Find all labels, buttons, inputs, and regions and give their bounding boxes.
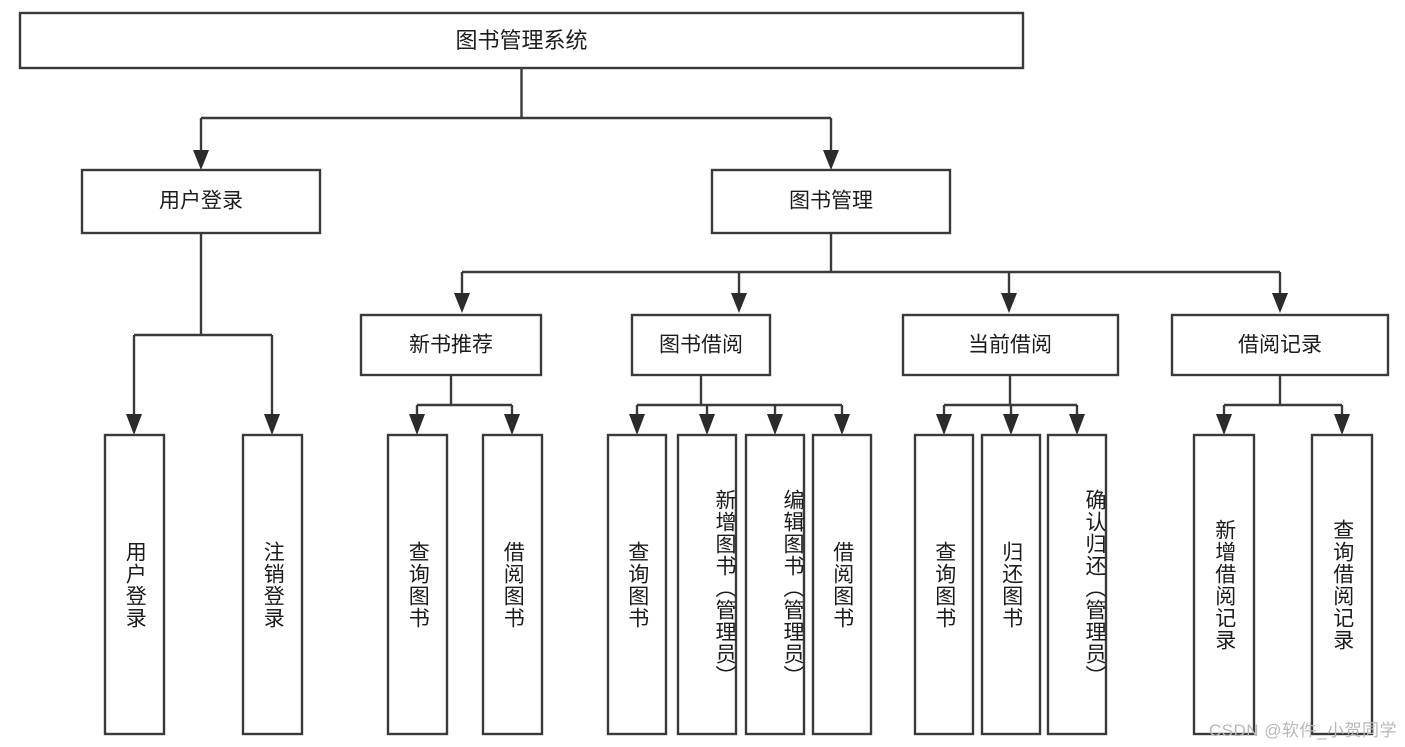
leaf-box-br-add-record[interactable] — [1192, 433, 1256, 736]
arrow-head-nb-leaf1 — [409, 414, 425, 435]
leaf-box-bb-add-book[interactable] — [676, 433, 738, 736]
arrow-head-bb-leaf4 — [834, 414, 850, 435]
leaf-box-br-query-record[interactable] — [1310, 433, 1374, 736]
arrow-head-user-login — [193, 150, 209, 170]
arrow-head-book-manage — [823, 150, 839, 170]
leaf-box-cb-query-book[interactable] — [913, 433, 975, 736]
node-new-book-recommend-box[interactable] — [359, 313, 543, 377]
node-book-borrow-label: 图书借阅 — [659, 334, 743, 357]
node-root-label: 图书管理系统 — [455, 28, 587, 53]
arrow-head-new-book — [454, 293, 470, 313]
arrow-head-leaf-logout — [264, 414, 280, 435]
leaf-box-nb-query-book[interactable] — [386, 433, 449, 736]
node-current-borrow-label: 当前借阅 — [968, 334, 1052, 357]
watermark-text: CSDN @软件_小贺同学 — [1208, 721, 1397, 740]
node-current-borrow-box[interactable] — [901, 313, 1120, 377]
arrow-head-nb-leaf2 — [504, 414, 520, 435]
leaf-box-logout[interactable] — [241, 433, 304, 736]
arrow-head-current-borrow — [1001, 293, 1017, 313]
node-book-borrow[interactable]: 图书借阅 — [630, 313, 772, 377]
arrow-head-leaf-user-login — [126, 414, 142, 435]
node-new-book-recommend[interactable]: 新书推荐 — [359, 313, 543, 377]
arrow-head-bb-leaf3 — [767, 414, 783, 435]
node-new-book-recommend-label: 新书推荐 — [409, 334, 493, 357]
leaf-box-nb-borrow-book[interactable] — [481, 433, 544, 736]
leaf-box-user-login[interactable] — [103, 433, 166, 736]
arrow-head-br-leaf1 — [1216, 414, 1232, 435]
node-borrow-record-box[interactable] — [1170, 313, 1390, 377]
arrow-head-bb-leaf1 — [629, 414, 645, 435]
node-book-manage[interactable]: 图书管理 — [710, 168, 952, 235]
node-root[interactable]: 图书管理系统 — [18, 11, 1025, 70]
leaf-box-bb-edit-book[interactable] — [744, 433, 806, 736]
node-root-box[interactable] — [18, 11, 1025, 70]
arrow-head-book-borrow — [731, 293, 747, 313]
arrow-head-bb-leaf2 — [699, 414, 715, 435]
arrow-head-br-leaf2 — [1334, 414, 1350, 435]
node-book-manage-label: 图书管理 — [789, 190, 873, 213]
leaf-box-bb-borrow-book[interactable] — [811, 433, 873, 736]
arrow-head-cb-leaf1 — [936, 414, 952, 435]
node-user-login-label: 用户登录 — [159, 190, 243, 213]
node-book-manage-box[interactable] — [710, 168, 952, 235]
connector-group — [126, 68, 1350, 435]
node-book-borrow-box[interactable] — [630, 313, 772, 377]
arrow-head-cb-leaf3 — [1069, 414, 1085, 435]
arrow-head-cb-leaf2 — [1003, 414, 1019, 435]
node-user-login[interactable]: 用户登录 — [80, 168, 322, 235]
leaf-box-cb-confirm-return[interactable] — [1046, 433, 1108, 736]
arrow-head-borrow-record — [1272, 293, 1288, 313]
node-borrow-record-label: 借阅记录 — [1238, 334, 1322, 357]
node-borrow-record[interactable]: 借阅记录 — [1170, 313, 1390, 377]
leaf-box-cb-return-book[interactable] — [980, 433, 1042, 736]
node-current-borrow[interactable]: 当前借阅 — [901, 313, 1120, 377]
node-user-login-box[interactable] — [80, 168, 322, 235]
leaf-box-bb-query-book[interactable] — [606, 433, 668, 736]
